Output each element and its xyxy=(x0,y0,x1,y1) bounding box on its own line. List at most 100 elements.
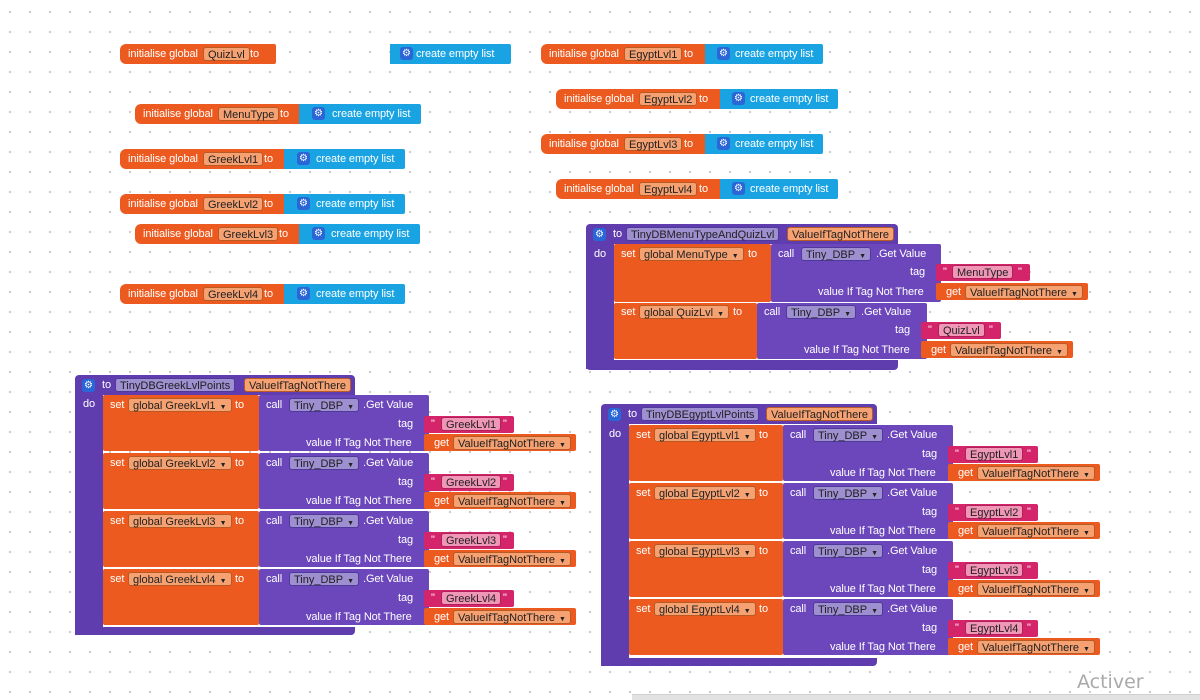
gear-icon[interactable]: ⚙ xyxy=(297,287,310,300)
get-variable-dropdown[interactable]: ValueIfTagNotThere▼ xyxy=(965,285,1083,299)
gear-icon[interactable]: ⚙ xyxy=(297,152,310,165)
chevron-down-icon: ▼ xyxy=(743,492,751,499)
variable-name-field[interactable]: EgyptLvl3 xyxy=(624,137,683,151)
horizontal-scrollbar[interactable] xyxy=(632,694,1200,700)
gear-icon[interactable]: ⚙ xyxy=(297,197,310,210)
init-label: initialise global xyxy=(564,183,634,195)
get-label: get xyxy=(958,583,973,595)
procedure-greeklvlpoints[interactable]: ⚙ to TinyDBGreekLvlPoints ValueIfTagNotT… xyxy=(75,375,585,640)
value-if-tag-not-there-label: value If Tag Not There xyxy=(830,583,936,595)
to-label: to xyxy=(733,306,742,318)
text-value-field[interactable]: GreekLvl4 xyxy=(441,591,502,605)
variable-name-field[interactable]: QuizLvl xyxy=(203,47,250,61)
procedure-name-field[interactable]: TinyDBEgyptLvlPoints xyxy=(641,407,760,421)
component-dropdown[interactable]: Tiny_DBP▼ xyxy=(801,247,872,261)
component-dropdown[interactable]: Tiny_DBP▼ xyxy=(786,305,857,319)
to-label: to xyxy=(280,108,289,120)
procedure-menutype-quizlvl[interactable]: ⚙ to TinyDBMenuTypeAndQuizLvl ValueIfTag… xyxy=(586,224,1088,374)
chevron-down-icon: ▼ xyxy=(347,462,355,469)
text-value-field[interactable]: QuizLvl xyxy=(938,323,985,337)
tag-label: tag xyxy=(922,506,937,518)
variable-dropdown[interactable]: global EgyptLvl1▼ xyxy=(654,428,756,442)
variable-dropdown[interactable]: global GreekLvl1▼ xyxy=(128,398,232,412)
set-label: set xyxy=(636,429,651,441)
text-value-field[interactable]: EgyptLvl3 xyxy=(965,563,1024,577)
component-dropdown[interactable]: Tiny_DBP▼ xyxy=(813,544,884,558)
component-dropdown[interactable]: Tiny_DBP▼ xyxy=(289,514,360,528)
component-dropdown[interactable]: Tiny_DBP▼ xyxy=(813,486,884,500)
set-label: set xyxy=(636,545,651,557)
get-variable-dropdown[interactable]: ValueIfTagNotThere▼ xyxy=(977,524,1095,538)
get-variable-dropdown[interactable]: ValueIfTagNotThere▼ xyxy=(453,610,571,624)
parameter-field[interactable]: ValueIfTagNotThere xyxy=(787,227,895,241)
get-variable-dropdown[interactable]: ValueIfTagNotThere▼ xyxy=(950,343,1068,357)
chevron-down-icon: ▼ xyxy=(347,520,355,527)
procedure-egyptlvlpoints[interactable]: ⚙ to TinyDBEgyptLvlPoints ValueIfTagNotT… xyxy=(601,404,1111,669)
gear-icon[interactable]: ⚙ xyxy=(717,47,730,60)
component-dropdown[interactable]: Tiny_DBP▼ xyxy=(813,602,884,616)
gear-icon[interactable]: ⚙ xyxy=(312,107,325,120)
init-label: initialise global xyxy=(128,153,198,165)
quote-open: " xyxy=(431,418,435,430)
variable-dropdown[interactable]: global GreekLvl4▼ xyxy=(128,572,232,586)
procedure-name-field[interactable]: TinyDBGreekLvlPoints xyxy=(115,378,236,392)
variable-dropdown[interactable]: global QuizLvl▼ xyxy=(639,305,730,319)
gear-icon[interactable]: ⚙ xyxy=(82,379,95,392)
component-dropdown[interactable]: Tiny_DBP▼ xyxy=(813,428,884,442)
to-label: to xyxy=(759,545,768,557)
quote-close: " xyxy=(1027,564,1031,576)
gear-icon[interactable]: ⚙ xyxy=(312,227,325,240)
variable-dropdown[interactable]: global MenuType▼ xyxy=(639,247,744,261)
init-label: initialise global xyxy=(549,48,619,60)
variable-name-field[interactable]: GreekLvl1 xyxy=(203,152,264,166)
get-variable-dropdown[interactable]: ValueIfTagNotThere▼ xyxy=(453,436,571,450)
quote-open: " xyxy=(943,266,947,278)
variable-dropdown[interactable]: global EgyptLvl2▼ xyxy=(654,486,756,500)
variable-name-field[interactable]: MenuType xyxy=(218,107,280,121)
text-value-field[interactable]: MenuType xyxy=(952,265,1014,279)
parameter-field[interactable]: ValueIfTagNotThere xyxy=(766,407,874,421)
variable-name-field[interactable]: GreekLvl2 xyxy=(203,197,264,211)
get-variable-dropdown[interactable]: ValueIfTagNotThere▼ xyxy=(977,466,1095,480)
component-dropdown[interactable]: Tiny_DBP▼ xyxy=(289,398,360,412)
value-if-tag-not-there-label: value If Tag Not There xyxy=(306,611,412,623)
text-value-field[interactable]: GreekLvl1 xyxy=(441,417,502,431)
to-label: to xyxy=(235,399,244,411)
variable-name-field[interactable]: EgyptLvl1 xyxy=(624,47,683,61)
text-value-field[interactable]: GreekLvl2 xyxy=(441,475,502,489)
do-label: do xyxy=(609,428,622,440)
gear-icon[interactable]: ⚙ xyxy=(608,408,621,421)
text-value-field[interactable]: GreekLvl3 xyxy=(441,533,502,547)
variable-name-field[interactable]: EgyptLvl4 xyxy=(639,182,698,196)
component-dropdown[interactable]: Tiny_DBP▼ xyxy=(289,572,360,586)
get-variable-dropdown[interactable]: ValueIfTagNotThere▼ xyxy=(977,640,1095,654)
get-variable-dropdown[interactable]: ValueIfTagNotThere▼ xyxy=(977,582,1095,596)
call-label: call xyxy=(266,515,283,527)
parameter-field[interactable]: ValueIfTagNotThere xyxy=(244,378,352,392)
value-if-tag-not-there-label: value If Tag Not There xyxy=(306,437,412,449)
variable-dropdown[interactable]: global GreekLvl3▼ xyxy=(128,514,232,528)
set-label: set xyxy=(110,573,125,585)
variable-dropdown[interactable]: global EgyptLvl4▼ xyxy=(654,602,756,616)
gear-icon[interactable]: ⚙ xyxy=(732,92,745,105)
chevron-down-icon: ▼ xyxy=(559,442,566,449)
get-variable-dropdown[interactable]: ValueIfTagNotThere▼ xyxy=(453,494,571,508)
get-variable-dropdown[interactable]: ValueIfTagNotThere▼ xyxy=(453,552,571,566)
gear-icon[interactable]: ⚙ xyxy=(400,47,413,60)
procedure-name-field[interactable]: TinyDBMenuTypeAndQuizLvl xyxy=(626,227,780,241)
gear-icon[interactable]: ⚙ xyxy=(717,137,730,150)
gear-icon[interactable]: ⚙ xyxy=(732,182,745,195)
set-label: set xyxy=(636,487,651,499)
variable-name-field[interactable]: EgyptLvl2 xyxy=(639,92,698,106)
text-value-field[interactable]: EgyptLvl4 xyxy=(965,621,1024,635)
text-value-field[interactable]: EgyptLvl1 xyxy=(965,447,1024,461)
component-dropdown[interactable]: Tiny_DBP▼ xyxy=(289,456,360,470)
variable-name-field[interactable]: GreekLvl4 xyxy=(203,287,264,301)
variable-dropdown[interactable]: global EgyptLvl3▼ xyxy=(654,544,756,558)
gear-icon[interactable]: ⚙ xyxy=(593,228,606,241)
text-value-field[interactable]: EgyptLvl2 xyxy=(965,505,1024,519)
variable-dropdown[interactable]: global GreekLvl2▼ xyxy=(128,456,232,470)
init-label: initialise global xyxy=(128,198,198,210)
set-label: set xyxy=(110,457,125,469)
variable-name-field[interactable]: GreekLvl3 xyxy=(218,227,279,241)
